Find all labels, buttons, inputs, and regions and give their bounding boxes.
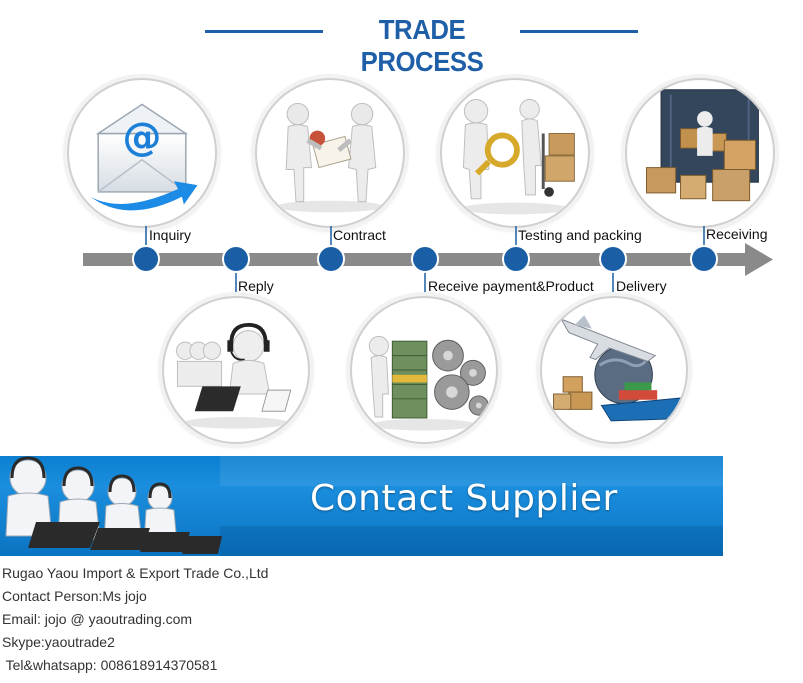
step-label-testing-packing: Testing and packing bbox=[518, 227, 642, 243]
title-rule-right bbox=[520, 30, 638, 33]
step-label-receiving: Receiving bbox=[706, 226, 768, 242]
contact-supplier-label: Contact Supplier bbox=[310, 478, 618, 519]
step-label-inquiry: Inquiry bbox=[149, 227, 192, 243]
inquiry-image: @ bbox=[67, 78, 217, 228]
step-label-contract: Contract bbox=[333, 227, 386, 243]
contact-person: Contact Person:Ms jojo bbox=[2, 588, 147, 604]
banner-shadow bbox=[220, 526, 723, 556]
step-label-delivery: Delivery bbox=[616, 278, 667, 294]
node-delivery bbox=[599, 245, 627, 273]
handshake-icon bbox=[276, 102, 384, 213]
contact-tel[interactable]: Tel&whatsapp: 008618914370581 bbox=[2, 657, 218, 673]
contact-supplier-banner[interactable]: Contact Supplier bbox=[0, 456, 723, 556]
container-icon bbox=[645, 89, 759, 202]
delivery-image bbox=[540, 296, 688, 444]
title-rule-left bbox=[205, 30, 323, 33]
money-gears-icon bbox=[368, 335, 489, 431]
node-testing-packing bbox=[502, 245, 530, 273]
node-contract bbox=[317, 245, 345, 273]
timeline-bar bbox=[83, 253, 748, 266]
step-label-receive-payment: Receive payment&Product bbox=[428, 278, 594, 294]
title-section: TRADE PROCESS bbox=[0, 12, 803, 77]
call-center-icon bbox=[5, 456, 222, 554]
reply-image bbox=[162, 296, 310, 444]
node-receiving bbox=[690, 245, 718, 273]
testing-packing-image bbox=[440, 78, 590, 228]
contact-details: Rugao Yaou Import & Export Trade Co.,Ltd… bbox=[2, 562, 602, 677]
receive-payment-image bbox=[350, 296, 498, 444]
shipping-icon bbox=[553, 315, 684, 422]
contract-image bbox=[255, 78, 405, 228]
receiving-image bbox=[625, 78, 775, 228]
headset-icon bbox=[176, 322, 292, 429]
node-receive-payment bbox=[411, 245, 439, 273]
page-title: TRADE PROCESS bbox=[360, 14, 484, 77]
node-reply bbox=[222, 245, 250, 273]
node-inquiry bbox=[132, 245, 160, 273]
timeline-arrowhead bbox=[745, 243, 773, 276]
contact-skype[interactable]: Skype:yaoutrade2 bbox=[2, 634, 115, 650]
email-icon: @ bbox=[90, 103, 198, 211]
svg-text:@: @ bbox=[123, 115, 162, 160]
step-label-reply: Reply bbox=[238, 278, 274, 294]
company-name: Rugao Yaou Import & Export Trade Co.,Ltd bbox=[2, 565, 269, 581]
banner-highlight bbox=[220, 456, 723, 486]
contact-email[interactable]: Email: jojo @ yaoutrading.com bbox=[2, 611, 193, 627]
inspection-icon bbox=[461, 98, 575, 215]
